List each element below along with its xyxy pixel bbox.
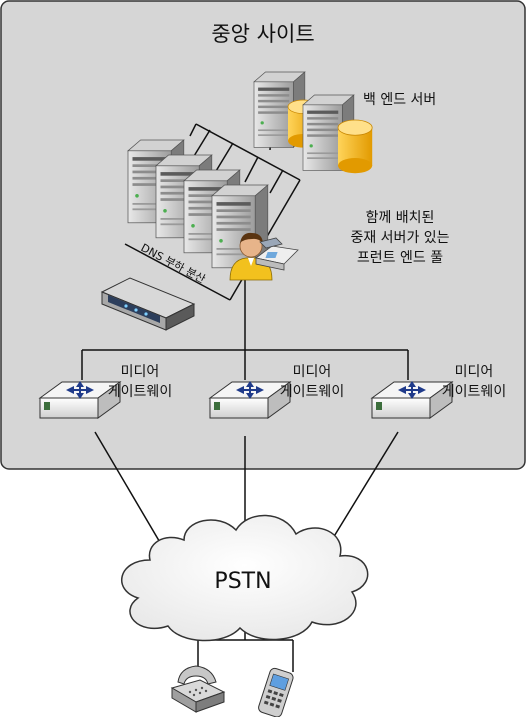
pstn-label: PSTN	[214, 569, 271, 594]
frontend-label-line3: 프런트 엔드 풀	[357, 250, 443, 266]
user-icon	[229, 232, 273, 281]
gateway-3-label-line1: 미디어	[455, 364, 494, 380]
load-balancer-icon	[100, 277, 196, 331]
gateway-3-label-line2: 게이트웨이	[442, 384, 506, 400]
ip-phone-icon	[255, 237, 299, 271]
frontend-label-line2: 중재 서버가 있는	[350, 230, 449, 246]
gateway-1-label-line2: 게이트웨이	[108, 384, 172, 400]
gateway-2-label-line2: 게이트웨이	[280, 384, 344, 400]
frontend-label-line1: 함께 배치된	[366, 210, 435, 226]
gateway-1-label-line1: 미디어	[121, 364, 160, 380]
database-icon	[337, 119, 373, 174]
site-title: 중앙 사이트	[211, 22, 314, 46]
mobile-phone-icon	[258, 667, 294, 717]
cloud-icon	[121, 514, 369, 642]
backend-label: 백 엔드 서버	[363, 92, 436, 108]
desk-phone-icon	[170, 665, 226, 713]
gateway-2-label-line1: 미디어	[293, 364, 332, 380]
